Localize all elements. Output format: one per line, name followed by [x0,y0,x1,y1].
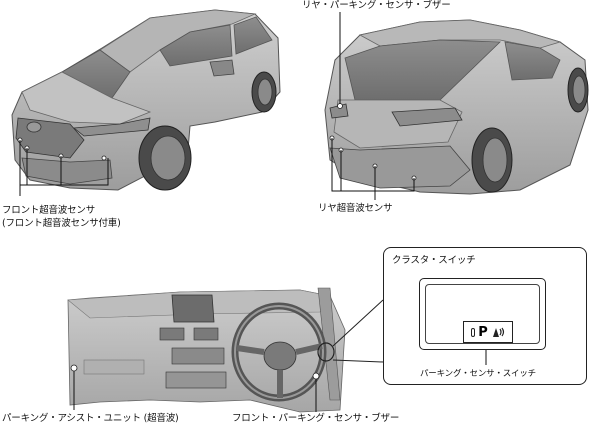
callout-lines [332,299,384,363]
cluster-switch-bezel [425,284,540,344]
rear-sensor-label: リヤ超音波センサ [318,203,393,214]
rear-car-illustration [324,12,589,200]
sensor-waves-icon [492,327,504,337]
cluster-switch-label: クラスタ・スイッチ [392,255,476,266]
front-sensor-note-label: (フロント超音波センサ付車) [2,218,121,229]
cluster-switch-inset [383,247,587,385]
parking-sensor-switch-label: パーキング・センサ・スイッチ [420,369,536,379]
front-sensor-label: フロント超音波センサ [2,205,96,216]
dashboard-illustration [67,287,346,413]
front-buzzer-label: フロント・パーキング・センサ・ブザー [232,413,400,424]
front-car-illustration [11,9,281,196]
parking-letter: P [478,324,488,340]
rear-buzzer-label: リヤ・パーキング・センサ・ブザー [302,0,451,11]
parking-sensor-switch-button[interactable]: P [463,321,513,343]
indicator-light-icon [471,327,476,337]
parking-assist-unit-label: パーキング・アシスト・ユニット (超音波) [2,413,179,424]
